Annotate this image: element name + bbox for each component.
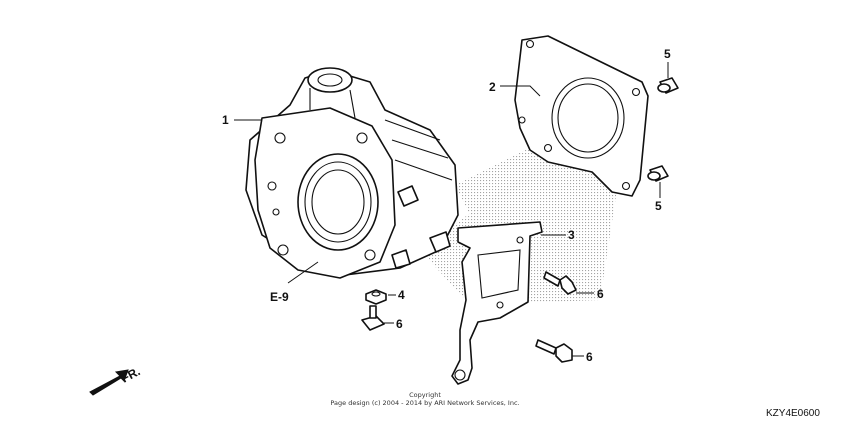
dowel-pin-upper[interactable] (657, 77, 679, 94)
copyright-text: Page design (c) 2004 - 2014 by ARI Netwo… (330, 399, 519, 407)
callout-6-left: 6 (396, 317, 403, 331)
callout-2: 2 (489, 80, 496, 94)
callout-6-right-upper: 6 (597, 287, 604, 301)
direction-label: FR. (119, 364, 143, 385)
callout-6-right-lower: 6 (586, 350, 593, 364)
front-arrow-icon (89, 369, 129, 396)
nut-part[interactable] (365, 289, 387, 305)
bolt-lower-left[interactable] (361, 305, 385, 331)
bolt-right-upper[interactable] (543, 271, 577, 295)
gasket-part[interactable] (514, 35, 649, 197)
reference-label: E-9 (270, 290, 289, 304)
cylinder-part[interactable] (245, 67, 459, 279)
callout-4: 4 (398, 288, 405, 302)
bracket-part[interactable] (451, 221, 543, 385)
callout-5-lower: 5 (655, 199, 662, 213)
callout-3: 3 (568, 228, 575, 242)
diagram-code: KZY4E0600 (766, 408, 820, 419)
leader-lines (234, 62, 669, 357)
copyright-title: Copyright (409, 391, 441, 399)
callout-1: 1 (222, 113, 229, 127)
dowel-pin-lower[interactable] (647, 165, 669, 182)
callout-5-upper: 5 (664, 47, 671, 61)
bolt-right-lower[interactable] (535, 339, 573, 363)
